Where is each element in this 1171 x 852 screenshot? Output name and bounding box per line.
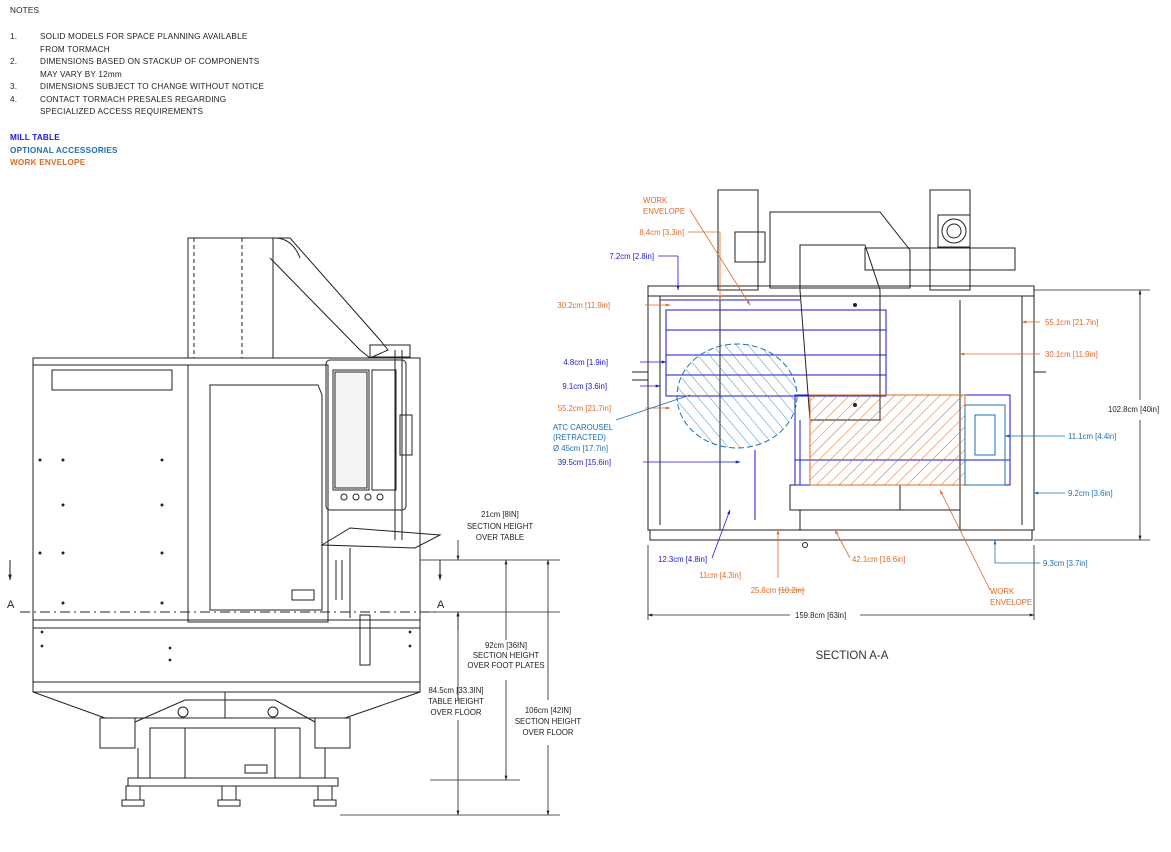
section-labels: WORK ENVELOPE 8.4cm [3.3in] 7.2cm [2.8in… [553,196,1159,620]
dim-9-3cm: 9.3cm [3.7in] [1043,559,1088,568]
svg-text:SECTION HEIGHT: SECTION HEIGHT [473,651,540,660]
dim-159-8cm: 159.8cm [63in] [795,611,846,620]
dim-55-2cm: 55.2cm [21.7in] [558,404,611,413]
color-legend: MILL TABLE OPTIONAL ACCESSORIES WORK ENV… [10,132,118,170]
optional-accessory [964,404,1006,486]
dim-42-1cm: 42.1cm [16.6in] [852,555,905,564]
svg-text:OVER FLOOR: OVER FLOOR [522,728,573,737]
dim-4-8cm: 4.8cm [1.9in] [563,358,608,367]
notes-block: NOTES 1.SOLID MODELS FOR SPACE PLANNING … [10,6,265,116]
front-dimension-lines [340,540,560,816]
svg-text:OVER FLOOR: OVER FLOOR [430,708,481,717]
dim-106cm-label: 106cm [42IN] [525,706,571,715]
section-title: SECTION A-A [816,650,889,662]
section-mark-right: A [437,599,445,611]
section-mark-left: A [7,599,15,611]
label-work-envelope-bottom: WORK [990,587,1015,596]
dim-39-5cm: 39.5cm [15.6in] [558,458,611,467]
legend-work-envelope: WORK ENVELOPE [10,158,86,167]
dim-25-8cm: 25.8cm [10.2in] [751,586,804,595]
legend-optional-accessories: OPTIONAL ACCESSORIES [10,145,118,155]
svg-text:TABLE HEIGHT: TABLE HEIGHT [428,697,484,706]
work-envelope-leaders [645,209,1040,591]
dim-30-1cm: 30.1cm [11.9in] [1045,350,1098,359]
dim-102-8cm: 102.8cm [40in] [1108,405,1159,414]
dim-9-1cm: 9.1cm [3.6in] [562,382,607,391]
note-1: 1.SOLID MODELS FOR SPACE PLANNING AVAILA… [10,32,248,41]
section-dimension-lines [647,289,1150,620]
work-envelope-area [809,394,966,486]
dim-30-2cm: 30.2cm [11.9in] [557,301,610,310]
note-4: 4.CONTACT TORMACH PRESALES REGARDING [10,94,227,104]
atc-carousel [676,343,798,449]
svg-text:ENVELOPE: ENVELOPE [643,207,685,216]
front-dimension-labels: 21cm [8IN] SECTION HEIGHT OVER TABLE 92c… [428,510,581,737]
dim-92cm-label: 92cm [36IN] [485,641,527,650]
note-3: 3.DIMENSIONS SUBJECT TO CHANGE WITHOUT N… [10,82,265,91]
svg-text:(RETRACTED): (RETRACTED) [553,433,606,442]
dim-21cm-label: 21cm [8IN] [481,510,519,519]
label-atc-carousel: ATC CAROUSEL [553,423,614,432]
svg-text:SECTION HEIGHT: SECTION HEIGHT [467,522,534,531]
front-view [8,237,442,807]
dim-8-4cm: 8.4cm [3.3in] [639,228,684,237]
dim-84-5cm-label: 84.5cm [33.3IN] [428,686,483,695]
svg-text:Ø 45cm [17.7in]: Ø 45cm [17.7in] [553,444,608,453]
dim-12-3cm: 12.3cm [4.8in] [658,555,707,564]
dim-11cm: 11cm [4.3in] [699,571,741,580]
svg-text:OVER FOOT PLATES: OVER FOOT PLATES [467,661,544,670]
svg-text:SECTION HEIGHT: SECTION HEIGHT [515,717,582,726]
dim-11-1cm: 11.1cm [4.4in] [1068,432,1116,441]
legend-mill-table: MILL TABLE [10,133,60,142]
accessory-leaders [615,394,1065,564]
dim-7-2cm: 7.2cm [2.8in] [609,252,654,261]
notes-title: NOTES [10,6,40,15]
label-work-envelope-top: WORK [643,196,668,205]
svg-text:OVER TABLE: OVER TABLE [476,533,524,542]
dim-9-2cm: 9.2cm [3.6in] [1068,489,1113,498]
svg-text:ENVELOPE: ENVELOPE [990,598,1032,607]
note-2: 2.DIMENSIONS BASED ON STACKUP OF COMPONE… [10,57,260,66]
dim-55-1cm: 55.1cm [21.7in] [1045,318,1098,327]
mill-table-leaders [640,255,741,559]
